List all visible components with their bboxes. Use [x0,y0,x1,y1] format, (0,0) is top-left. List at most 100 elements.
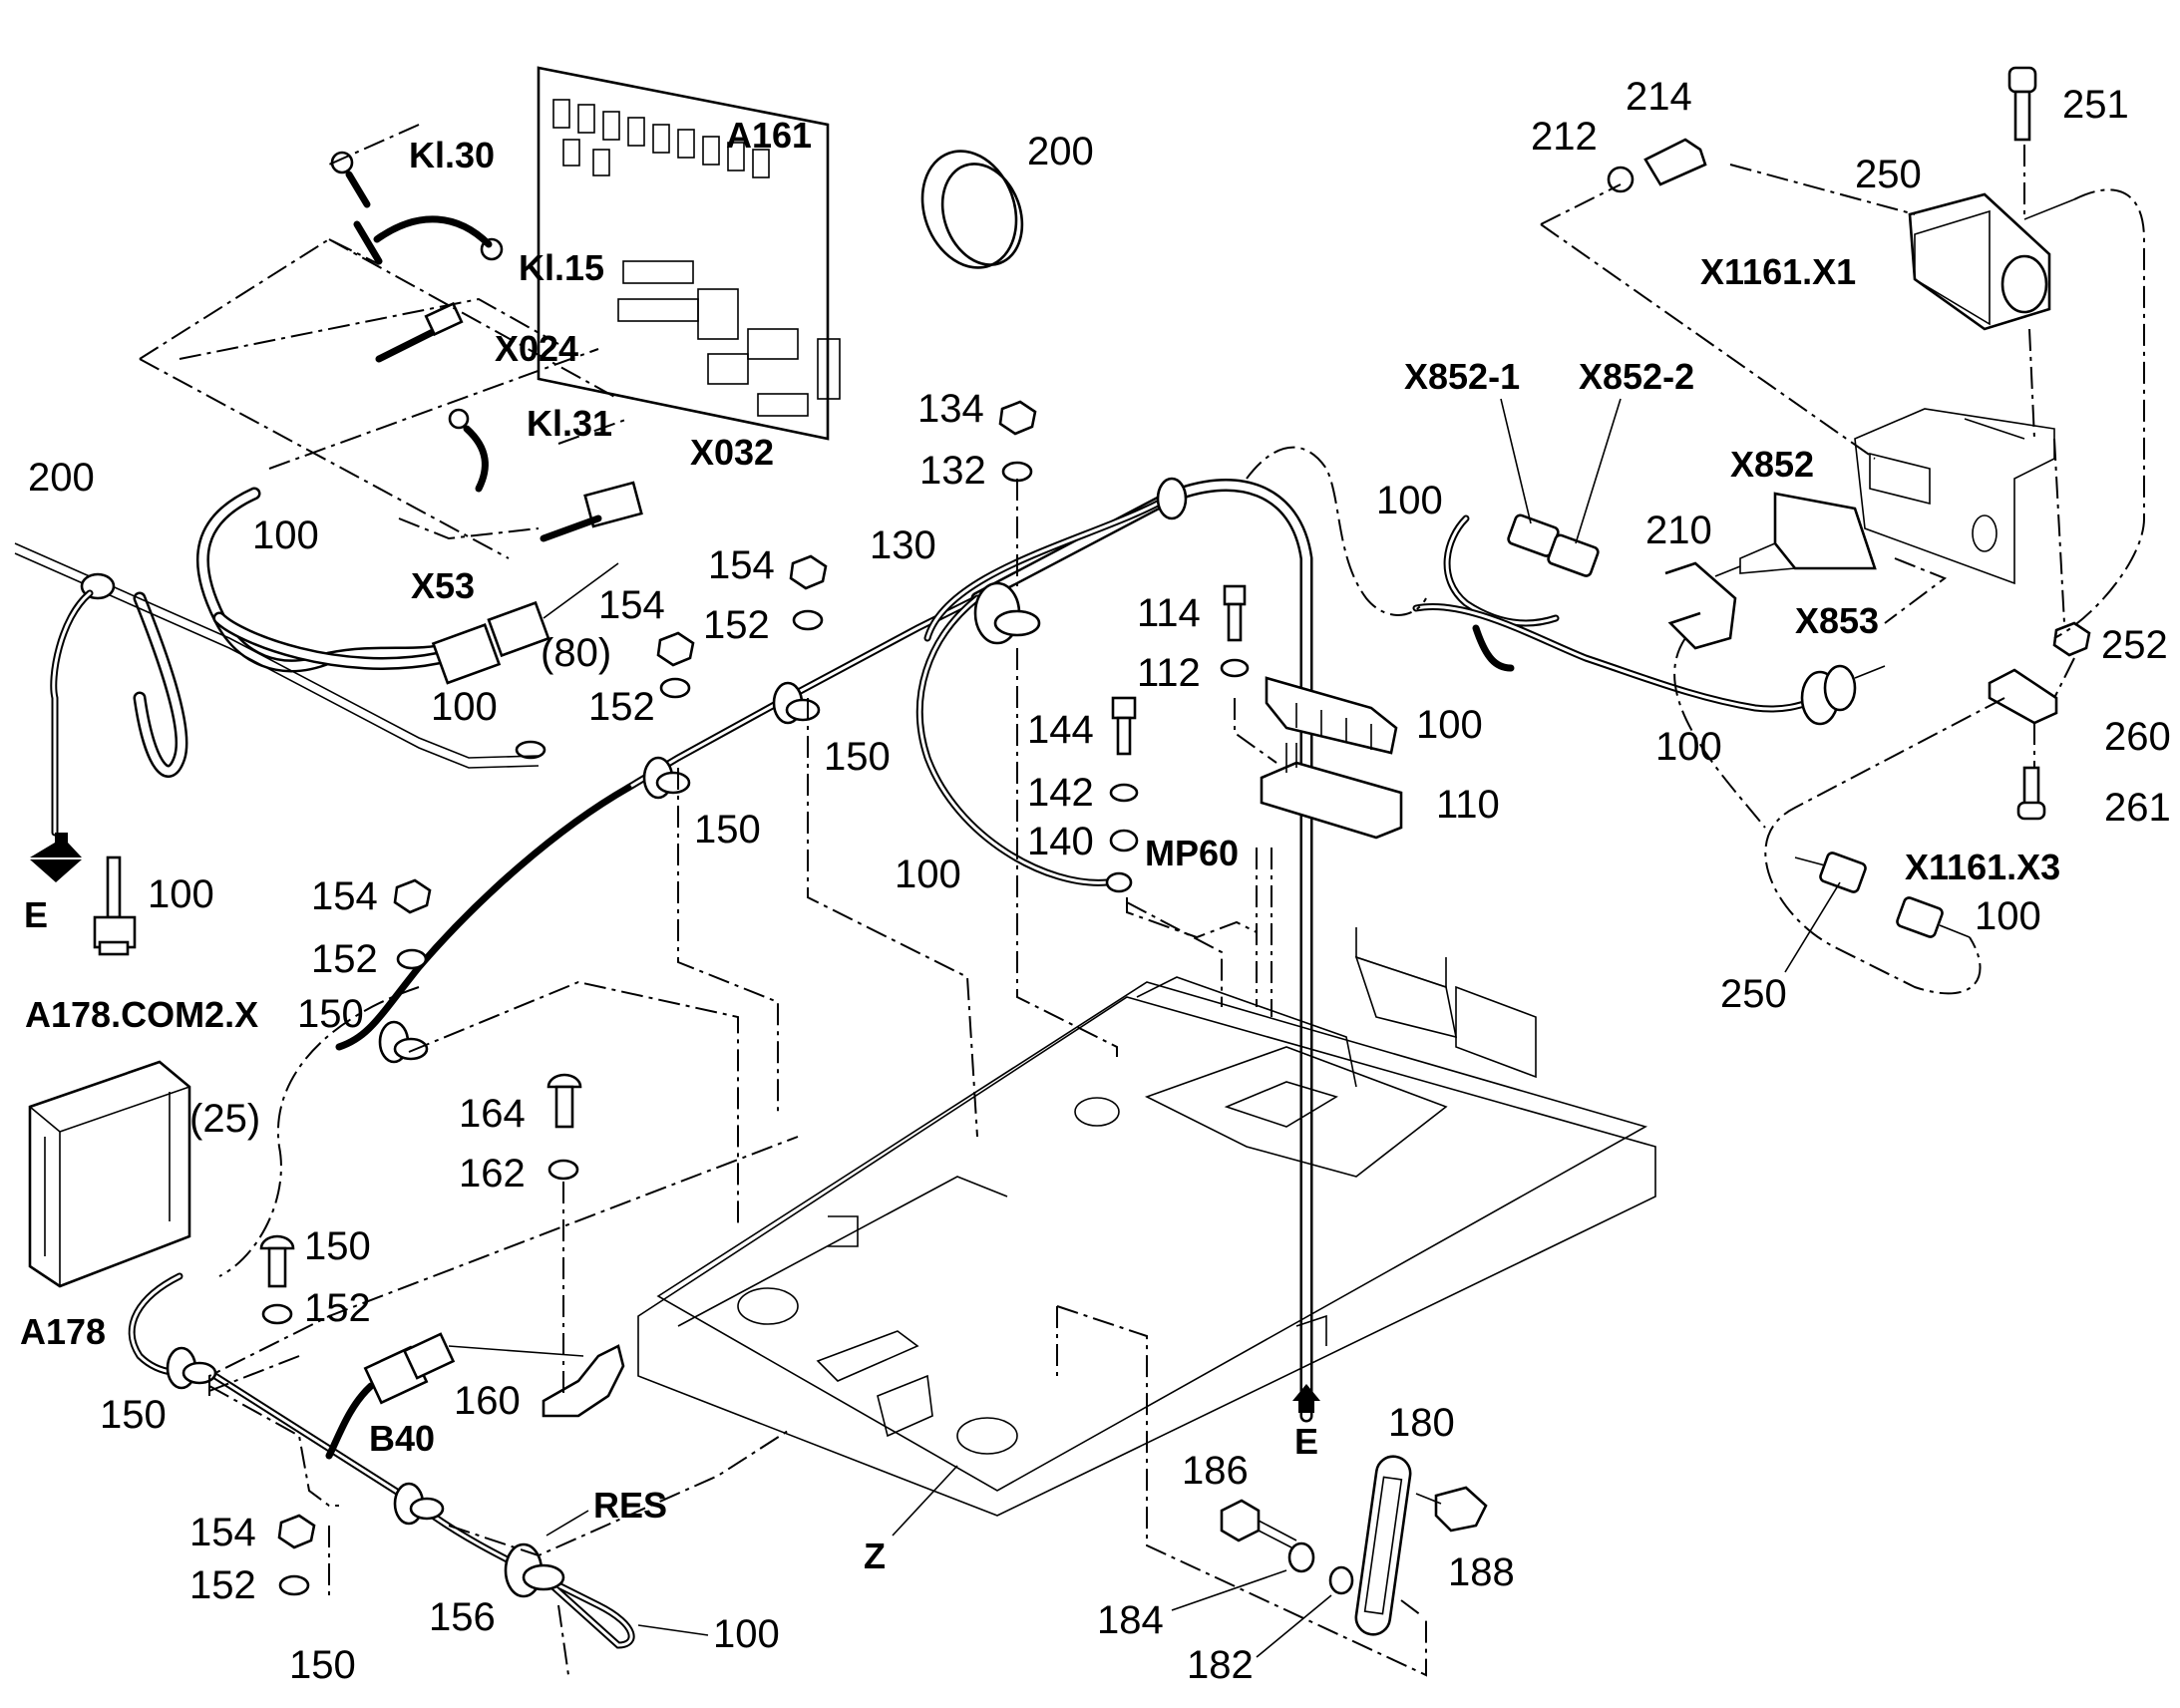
part-152-e: 152 [189,1563,256,1607]
clip-top [1156,477,1188,520]
kl30-label: Kl.30 [409,135,495,175]
x53-label: X53 [411,565,475,606]
clip-150-e [166,1346,217,1390]
plate-260 [1988,668,2058,725]
harness-100-right [1412,514,1829,713]
a161-label: A161 [726,115,812,156]
part-186: 186 [1182,1449,1249,1493]
part-154-c: 154 [311,874,378,918]
x852-label: X852 [1730,444,1814,485]
grommet-block-100 [1265,676,1398,755]
x024-label: X024 [495,328,578,369]
screw-214 [1607,138,1707,193]
screw-144 [1105,696,1139,893]
part-150-e: 150 [100,1393,167,1437]
part-152-c: 152 [311,937,378,981]
part-100-b: 100 [148,872,214,916]
part-250-a: 250 [1855,153,1922,196]
bracket-160 [542,1344,625,1418]
part-100-f-leader [637,1624,709,1636]
part-150-d: 150 [304,1224,371,1268]
part-110: 110 [1436,783,1500,827]
kl31-label: Kl.31 [527,403,612,444]
x1161-x3-label: X1161.X3 [1905,847,2060,887]
a178-label: A178 [20,1311,106,1352]
x853-label: X853 [1795,600,1879,641]
guide-lines-right [208,145,2145,1677]
ground-strap-180 [1354,1455,1412,1636]
nut-252 [2052,621,2091,657]
part-140: 140 [1027,820,1094,863]
x032-connector [540,481,643,542]
clip-150-f [393,1482,445,1526]
part-100-g: 100 [1376,479,1443,522]
x53-connector [431,562,619,685]
part-160: 160 [454,1379,521,1423]
part-114: 114 [1137,591,1201,635]
part-252: 252 [2101,623,2168,667]
nut-154-b [789,554,828,631]
part-200-left: 200 [28,456,95,500]
bolt-164 [546,1073,582,1181]
part-100-c: 100 [431,685,498,729]
reference-wire-left [14,542,546,769]
part-184-leader [1171,1569,1287,1611]
washer-184 [1287,1541,1315,1573]
x852-1-label: X852-1 [1404,356,1520,397]
bolt-251 [2007,66,2037,142]
part-132: 132 [919,449,986,493]
part-164: 164 [459,1092,526,1136]
part-152-b: 152 [703,603,770,647]
mp60-label: MP60 [1145,833,1239,873]
harness-100-left [133,487,456,778]
x024-connector [375,301,464,363]
nut-154-a [656,631,695,699]
screw-261 [2016,766,2046,821]
a178-control-unit [28,1060,191,1288]
nut-134 [998,400,1037,483]
part-100-i: 100 [1975,894,2041,938]
a178-com2-label: A178.COM2.X [25,994,258,1035]
part-100-e: 100 [895,853,961,896]
b40-label: B40 [369,1418,435,1459]
part-261: 261 [2104,786,2171,830]
bolt-186 [1220,1499,1297,1548]
part-150-b: 150 [824,735,891,779]
part-25: (25) [189,1097,260,1141]
part-150-a: 150 [694,808,761,852]
part-150-c: 150 [297,992,364,1036]
mounting-bracket-right [1854,408,2055,585]
e-bottom-label: E [1294,1421,1318,1462]
x032-label: X032 [690,432,774,473]
part-251: 251 [2062,83,2129,127]
part-100-f: 100 [713,1612,780,1656]
kl31-cable [448,408,489,493]
clip-130 [973,581,1041,645]
a161-circuit-board [537,66,841,441]
e-left-label: E [24,894,48,935]
b40-sensor [325,1332,584,1460]
clip-150-b [772,681,821,725]
part-260: 260 [2104,715,2171,759]
holder-110 [1260,743,1403,840]
grommet-156 [504,1542,565,1598]
part-152-d: 152 [304,1286,371,1330]
part-212: 212 [1531,115,1598,159]
part-250-b-leader [1784,881,1841,973]
part-154-b: 154 [708,543,775,587]
part-154-a: 154 [598,583,665,627]
part-154-d: 154 [189,1511,256,1554]
part-200-top: 200 [1027,130,1094,173]
cable-tie-200-top [920,150,1024,269]
part-188: 188 [1448,1550,1515,1594]
z-label: Z [864,1536,886,1576]
part-184: 184 [1097,1598,1164,1642]
bolt-114 [1220,584,1250,678]
part-142: 142 [1027,771,1094,815]
part-180: 180 [1388,1401,1455,1445]
x1161-x1-label: X1161.X1 [1700,251,1856,292]
bolt-150 [259,1234,295,1325]
a178-com2-connector [93,855,137,956]
part-130: 130 [870,523,936,567]
